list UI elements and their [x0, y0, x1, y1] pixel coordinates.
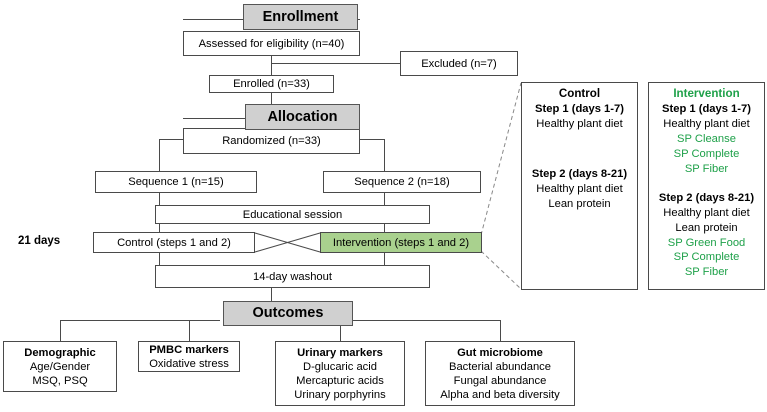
connector-assessed-down [271, 56, 272, 76]
outcome-item: Alpha and beta diversity [440, 388, 560, 401]
allocation-header-label: Allocation [267, 108, 338, 125]
duration-label: 21 days [18, 235, 61, 247]
outcome-item: Age/Gender [29, 360, 91, 373]
connector-allocation-left [183, 118, 245, 119]
connector-outcomes-pmbc [189, 320, 190, 341]
detail-intervention-step1-supplement: SP Cleanse [677, 133, 736, 146]
detail-control-step1-item: Healthy plant diet [536, 118, 623, 131]
excluded-label: Excluded (n=7) [421, 57, 497, 70]
detail-intervention-step2-supplement: SP Complete [673, 251, 740, 264]
detail-control-step2-item: Healthy plant diet [536, 183, 623, 196]
outcome-item: Mercapturic acids [296, 374, 384, 387]
detail-control-step1-head: Step 1 (days 1-7) [535, 103, 624, 116]
outcomes-header-label: Outcomes [252, 305, 324, 322]
detail-control-step2-head: Step 2 (days 8-21) [531, 168, 628, 181]
assessed-eligibility-box: Assessed for eligibility (n=40) [183, 31, 360, 56]
outcome-box-gut-microbiome: Gut microbiome Bacterial abundance Funga… [425, 341, 575, 406]
educational-session-box: Educational session [155, 205, 430, 224]
connector-outcomes-urinary [340, 320, 341, 341]
washout-label: 14-day washout [253, 270, 332, 283]
connector-edu-to-intervention [384, 223, 385, 234]
outcome-item: MSQ, PSQ [32, 374, 88, 387]
outcome-item: D-glucaric acid [303, 360, 377, 373]
educational-session-label: Educational session [242, 208, 343, 221]
connector-outcomes-demographic [60, 320, 61, 341]
washout-box: 14-day washout [155, 265, 430, 288]
connector-outcomes-bar-right [322, 320, 500, 321]
detail-intervention-title: Intervention [673, 87, 740, 100]
connector-seq1-to-edu [159, 192, 160, 206]
allocation-header-box: Allocation [245, 104, 360, 130]
sequence-2-label: Sequence 2 (n=18) [354, 176, 450, 188]
connector-intervention-to-washout [384, 252, 385, 266]
detail-intervention-step1-supplement: SP Complete [673, 148, 740, 161]
outcome-item: Fungal abundance [453, 374, 547, 387]
detail-intervention-step2-supplement: SP Green Food [667, 236, 746, 249]
intervention-arm-label: Intervention (steps 1 and 2) [332, 236, 470, 249]
detail-intervention-step2-head: Step 2 (days 8-21) [658, 191, 755, 204]
outcome-box-urinary: Urinary markers D-glucaric acid Mercaptu… [275, 341, 405, 406]
outcome-item: Urinary porphyrins [294, 388, 386, 401]
outcome-item: Bacterial abundance [448, 360, 551, 373]
enrolled-label: Enrolled (n=33) [233, 78, 310, 90]
outcome-title: Gut microbiome [457, 346, 543, 359]
outcome-title: Urinary markers [297, 346, 383, 359]
connector-outcomes-bar-left [60, 320, 220, 321]
sequence-2-box: Sequence 2 (n=18) [323, 171, 481, 193]
connector-randomized-split-right [359, 139, 384, 140]
detail-control-title: Control [558, 87, 601, 100]
enrolled-box: Enrolled (n=33) [209, 75, 334, 93]
detail-intervention-step2-supplement: SP Fiber [684, 266, 729, 279]
connector-seq2-to-edu [384, 192, 385, 206]
detail-intervention-step1-item: Healthy plant diet [663, 118, 750, 131]
connector-washout-to-outcomes [271, 288, 272, 303]
connector-seq2-down [384, 139, 385, 172]
detail-intervention-spacer [649, 177, 764, 190]
assessed-eligibility-label: Assessed for eligibility (n=40) [198, 37, 345, 50]
connector-to-excluded [271, 63, 401, 64]
connector-enrollment-left [183, 19, 243, 20]
connector-edu-to-control [159, 223, 160, 234]
detail-intervention-step2-item: Lean protein [675, 221, 738, 234]
outcome-box-demographic: Demographic Age/Gender MSQ, PSQ [3, 341, 117, 392]
excluded-box: Excluded (n=7) [400, 51, 518, 76]
sequence-1-box: Sequence 1 (n=15) [95, 171, 257, 193]
control-arm-label: Control (steps 1 and 2) [117, 236, 231, 249]
randomized-box: Randomized (n=33) [183, 128, 360, 154]
connector-enrolled-down [271, 92, 272, 108]
detail-panel-intervention: Intervention Step 1 (days 1-7) Healthy p… [648, 82, 765, 290]
outcome-item: Oxidative stress [149, 357, 229, 370]
sequence-1-label: Sequence 1 (n=15) [128, 176, 224, 188]
enrollment-header-label: Enrollment [262, 8, 339, 25]
detail-intervention-step2-item: Healthy plant diet [663, 206, 750, 219]
randomized-label: Randomized (n=33) [222, 135, 321, 147]
detail-intervention-step1-supplement: SP Fiber [684, 162, 729, 175]
control-arm-box: Control (steps 1 and 2) [93, 232, 255, 253]
detail-intervention-step1-head: Step 1 (days 1-7) [662, 103, 751, 116]
outcome-title: Demographic [24, 346, 96, 359]
connector-seq1-down [159, 139, 160, 172]
enrollment-header-box: Enrollment [243, 4, 358, 30]
intervention-arm-box[interactable]: Intervention (steps 1 and 2) [320, 232, 482, 253]
outcome-title: PMBC markers [149, 343, 229, 356]
detail-control-step2-item: Lean protein [548, 197, 611, 210]
outcomes-header-box: Outcomes [223, 301, 353, 326]
connector-randomized-split-left [159, 139, 184, 140]
detail-control-spacer [522, 132, 637, 166]
detail-panel-control: Control Step 1 (days 1-7) Healthy plant … [521, 82, 638, 290]
connector-outcomes-gut [500, 320, 501, 341]
outcome-box-pmbc: PMBC markers Oxidative stress [138, 341, 240, 372]
connector-control-to-washout [159, 252, 160, 266]
